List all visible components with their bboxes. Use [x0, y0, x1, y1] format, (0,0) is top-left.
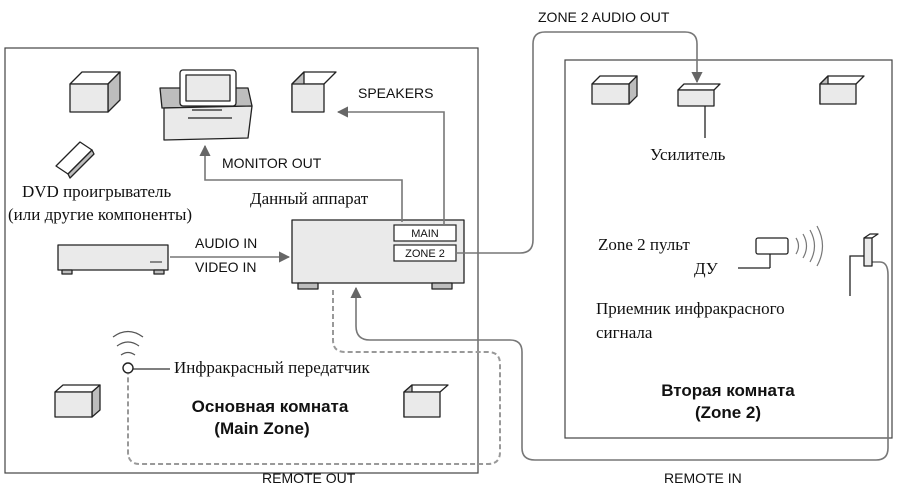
main-room-box: [4, 47, 479, 474]
main-button-label: MAIN: [411, 228, 439, 240]
audio-in-label: AUDIO IN: [195, 235, 257, 251]
receiver-name-label: Данный аппарат: [250, 189, 369, 208]
zone2-audio-out-wire: [456, 31, 703, 254]
main-room-title-line1: Основная комната: [192, 397, 349, 416]
second-room-title-line2: (Zone 2): [695, 403, 761, 422]
main-button[interactable]: MAIN: [393, 224, 457, 242]
dvd-disc-icon: [55, 141, 95, 179]
dvd-player-label-line2: (или другие компоненты): [8, 205, 192, 224]
main-rear-right-speaker-icon: [403, 384, 449, 418]
zone2-remote-label-line1: Zone 2 пульт: [598, 235, 690, 254]
main-room-title-line2: (Main Zone): [214, 419, 309, 438]
main-front-left-speaker-icon: [69, 71, 121, 113]
monitor-out-wire: [199, 144, 403, 222]
ir-emitter-icon: [112, 330, 144, 374]
zone2-left-speaker-icon: [591, 75, 638, 105]
tv-monitor-icon: [159, 69, 253, 141]
zone2-button-label: ZONE 2: [405, 248, 445, 260]
ir-emitter-label: Инфракрасный передатчик: [174, 358, 370, 377]
remote-out-wire: [127, 290, 501, 465]
second-room-title-line1: Вторая комната: [661, 381, 795, 400]
amplifier-icon: [677, 83, 721, 138]
dvd-player-label-line1: DVD проигрыватель: [22, 182, 172, 201]
speakers-label: SPEAKERS: [358, 85, 433, 101]
monitor-out-label: MONITOR OUT: [222, 155, 322, 171]
zone2-remote-icon[interactable]: [755, 225, 824, 267]
zone2-right-speaker-icon: [819, 75, 865, 105]
ir-receiver-label-line2: сигнала: [596, 323, 653, 342]
remote-in-wire: [350, 261, 889, 461]
zone2-audio-out-label: ZONE 2 AUDIO OUT: [538, 9, 670, 25]
main-rear-left-speaker-icon: [54, 384, 101, 418]
second-room-box: [564, 59, 893, 439]
dvd-player-icon: [57, 244, 169, 275]
main-front-right-speaker-icon: [291, 71, 337, 113]
ir-receiver-icon: [863, 233, 879, 267]
video-in-label: VIDEO IN: [195, 259, 256, 275]
ir-receiver-pointer: [849, 255, 864, 296]
remote-in-label: REMOTE IN: [664, 470, 742, 486]
ir-receiver-label-line1: Приемник инфракрасного: [596, 299, 785, 318]
remote-out-label: REMOTE OUT: [262, 470, 356, 486]
amplifier-label: Усилитель: [650, 145, 726, 164]
speakers-wire: [336, 106, 445, 225]
zone2-button[interactable]: ZONE 2: [393, 244, 457, 262]
zone2-remote-label-line2: ДУ: [694, 259, 719, 278]
